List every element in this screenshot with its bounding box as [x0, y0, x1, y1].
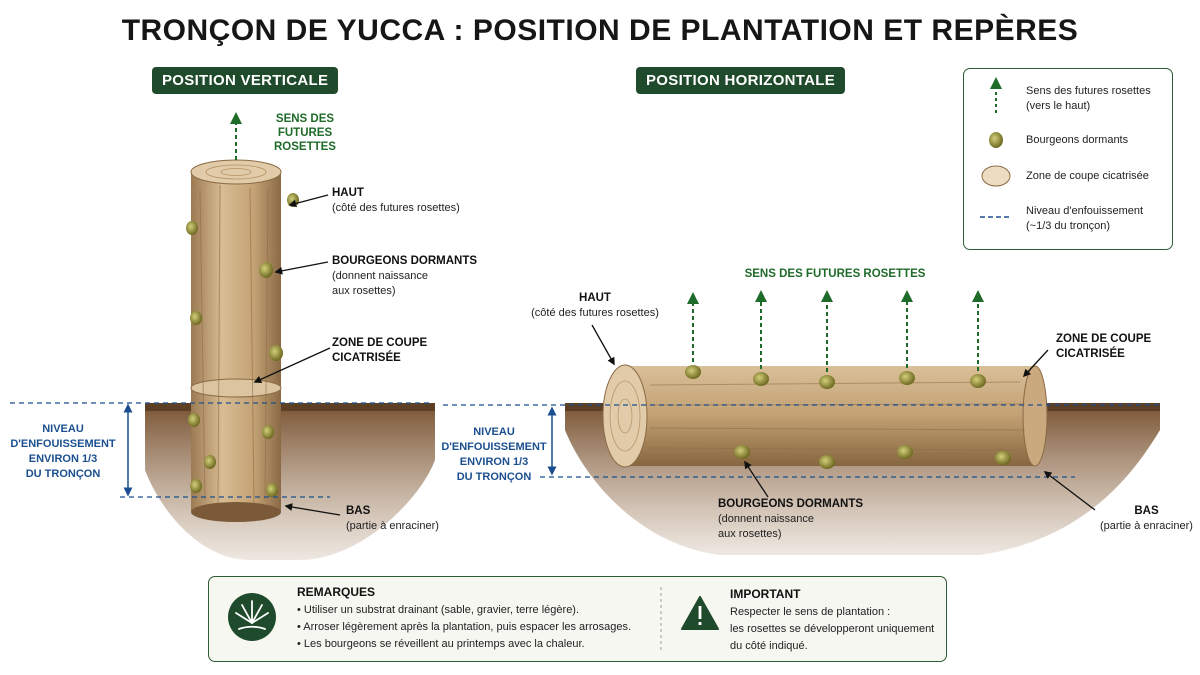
vertical-log — [190, 159, 282, 522]
remarks-list: • Utiliser un substrat drainant (sable, … — [297, 602, 631, 653]
page-title: TRONÇON DE YUCCA : POSITION DE PLANTATIO… — [121, 14, 1079, 47]
legend-item-niveau: Niveau d'enfouissement (~1/3 du tronçon) — [1026, 205, 1144, 232]
legend-item-bourgeons: Bourgeons dormants — [1026, 134, 1129, 146]
vertical-haut-label: HAUT (côté des futures rosettes) — [332, 187, 460, 214]
vertical-zone-pointer — [253, 347, 331, 383]
important-title: IMPORTANT — [730, 587, 801, 601]
legend-icons — [980, 77, 1012, 218]
legend-box: Sens des futures rosettes (vers le haut)… — [963, 68, 1173, 250]
vertical-heading: POSITION VERTICALE — [152, 67, 339, 94]
notes-box: REMARQUES • Utiliser un substrat drainan… — [208, 576, 947, 662]
horizontal-zone-label: ZONE DE COUPE CICATRISÉE — [1056, 333, 1152, 360]
horizontal-zone-pointer — [1022, 349, 1049, 378]
vertical-bas-label: BAS (partie à enraciner) — [346, 505, 439, 532]
bud-icon — [989, 132, 1003, 148]
warning-icon — [681, 596, 719, 630]
horizontal-bourgeons-label: BOURGEONS DORMANTS (donnent naissance au… — [718, 498, 864, 540]
important-text: Respecter le sens de plantation : les ro… — [730, 606, 935, 652]
horizontal-rosette-arrows — [687, 290, 984, 372]
vertical-soil — [145, 403, 435, 560]
cut-zone-icon — [981, 165, 1011, 187]
remarks-title: REMARQUES — [297, 585, 376, 599]
vertical-haut-pointer — [288, 194, 329, 208]
horizontal-bas-pointer — [1043, 471, 1096, 511]
list-item: • Arroser légèrement après la plantation… — [297, 621, 632, 633]
vertical-niveau-label: NIVEAU D'ENFOUISSEMENT ENVIRON 1/3 DU TR… — [10, 423, 116, 480]
horizontal-bourgeons-pointer — [744, 460, 769, 498]
vertical-bas-pointer — [284, 503, 341, 516]
vertical-bourgeons-pointer — [274, 261, 329, 275]
legend-item-rosettes: Sens des futures rosettes (vers le haut) — [1026, 85, 1151, 112]
vertical-zone-label: ZONE DE COUPE CICATRISÉE — [332, 337, 428, 364]
horizontal-bas-label: BAS (partie à enraciner) — [1100, 505, 1193, 532]
horizontal-rosette-label: SENS DES FUTURES ROSETTES — [744, 268, 926, 280]
horizontal-buds — [685, 365, 1011, 469]
vertical-buds — [186, 193, 299, 497]
list-item: • Utiliser un substrat drainant (sable, … — [297, 604, 580, 616]
horizontal-haut-pointer — [591, 324, 615, 366]
horizontal-niveau-label: NIVEAU D'ENFOUISSEMENT ENVIRON 1/3 DU TR… — [441, 426, 547, 483]
plant-icon-leaves — [235, 600, 269, 630]
notes-graphics — [228, 587, 719, 651]
horizontal-heading: POSITION HORIZONTALE — [636, 67, 846, 94]
vertical-rosette-label: SENS DES FUTURES ROSETTES — [274, 113, 336, 153]
horizontal-haut-label: HAUT (côté des futures rosettes) — [531, 292, 659, 319]
legend-item-zone: Zone de coupe cicatrisée — [1026, 170, 1149, 182]
list-item: • Les bourgeons se réveillent au printem… — [297, 638, 585, 650]
vertical-bourgeons-label: BOURGEONS DORMANTS (donnent naissance au… — [332, 255, 478, 297]
